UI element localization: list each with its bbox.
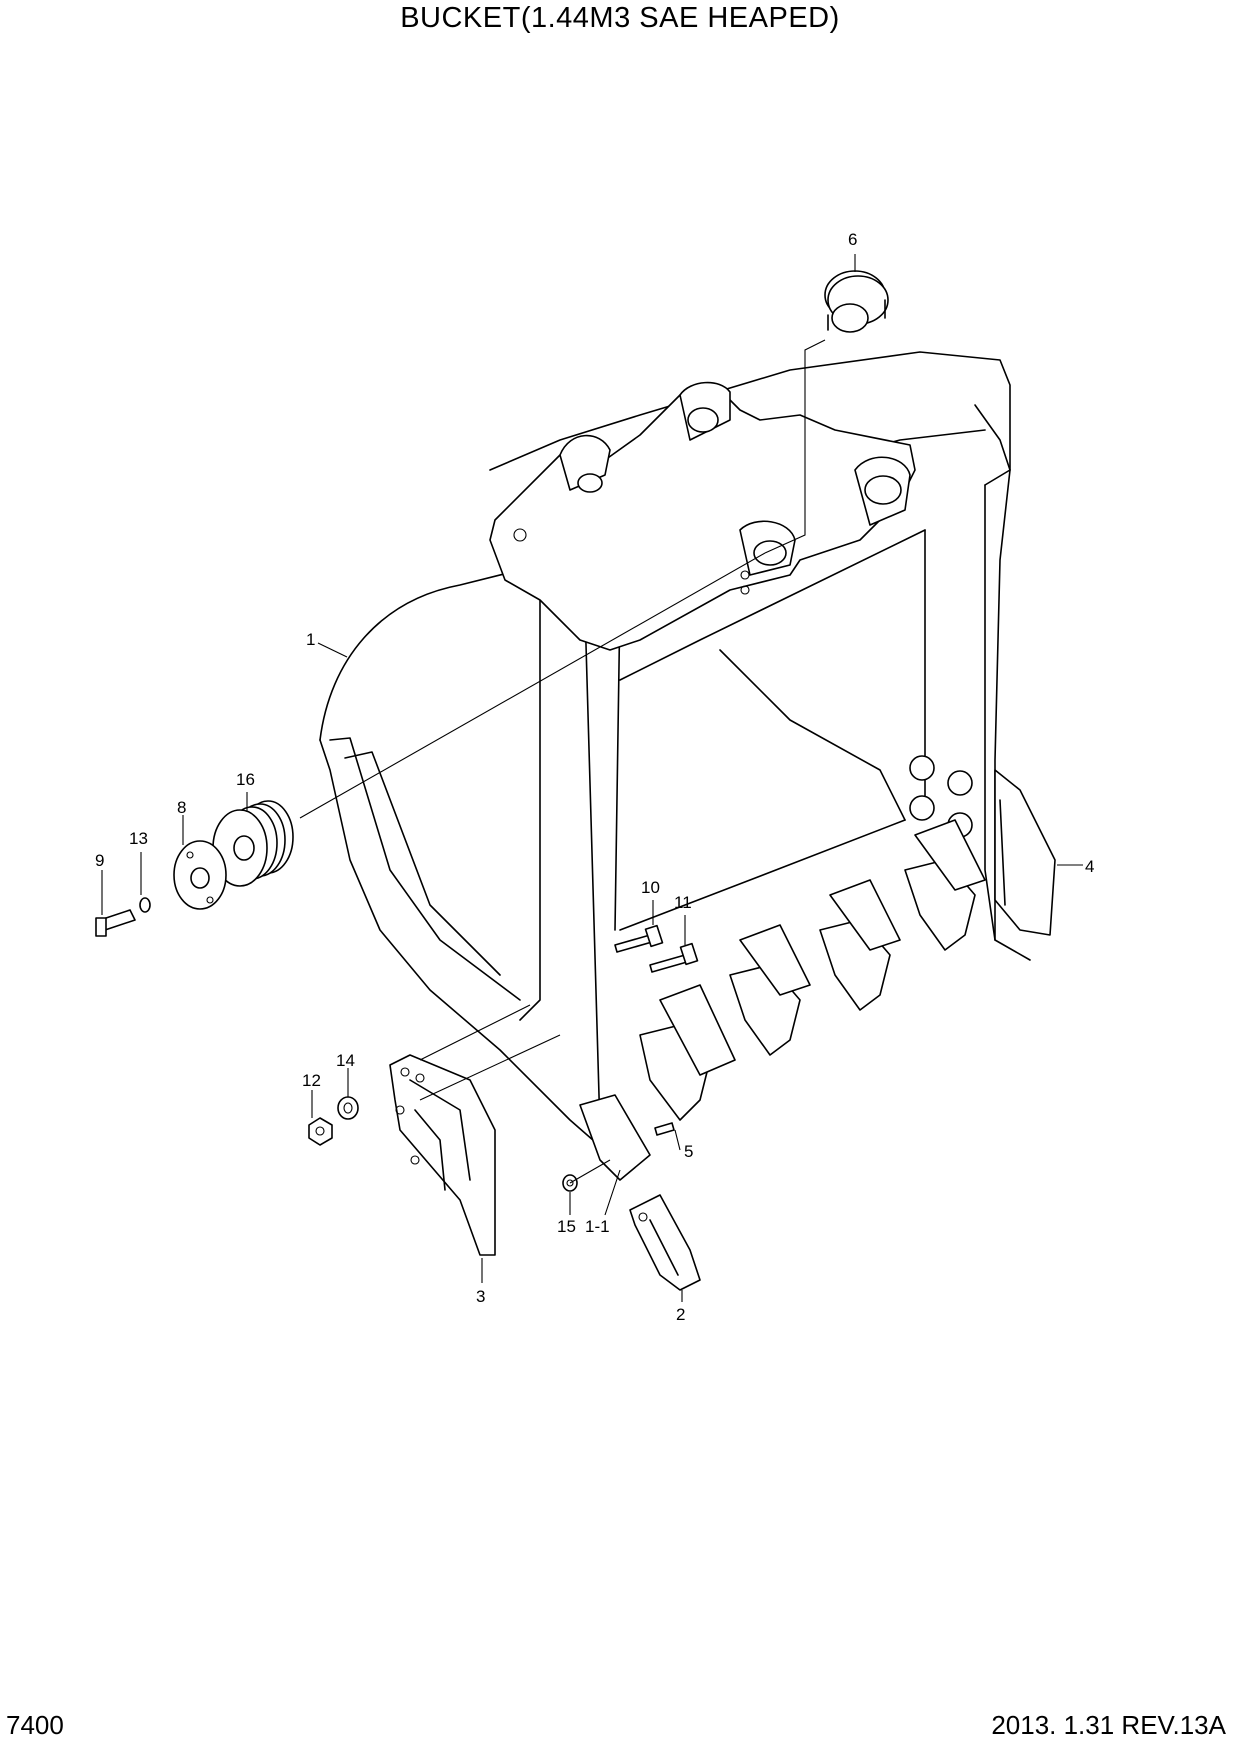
callout-4: 4 [1085, 857, 1094, 876]
callout-1-1: 1-1 [585, 1217, 610, 1236]
side-cutter-right [994, 769, 1056, 936]
callouts: 6 1 16 8 13 9 4 10 11 14 12 5 15 1-1 3 2 [95, 230, 1094, 1324]
callout-2: 2 [676, 1305, 685, 1324]
callout-13: 13 [129, 829, 148, 848]
callout-9: 9 [95, 851, 104, 870]
page-number: 7400 [6, 1710, 64, 1740]
callout-8: 8 [177, 798, 186, 817]
side-cutter-left [389, 1054, 496, 1256]
page-title: BUCKET(1.44M3 SAE HEAPED) [400, 2, 840, 34]
leader-lines [101, 254, 1083, 1302]
revision-date: 2013. 1.31 REV.13A [991, 1710, 1226, 1740]
callout-1: 1 [306, 630, 315, 649]
bushing-part-6 [824, 270, 889, 333]
pin-bracket [489, 381, 916, 651]
callout-10: 10 [641, 878, 660, 897]
callout-14: 14 [336, 1051, 355, 1070]
callout-12: 12 [302, 1071, 321, 1090]
bolt-group-right [909, 755, 973, 878]
callout-6: 6 [848, 230, 857, 249]
callout-5: 5 [684, 1142, 693, 1161]
pin-assembly-left [95, 800, 294, 937]
callout-15: 15 [557, 1217, 576, 1236]
tooth-adapters [579, 819, 986, 1181]
callout-16: 16 [236, 770, 255, 789]
callout-11: 11 [674, 893, 692, 912]
fasteners [308, 924, 699, 1192]
tooth-part-2 [629, 1194, 701, 1291]
callout-3: 3 [476, 1287, 485, 1306]
